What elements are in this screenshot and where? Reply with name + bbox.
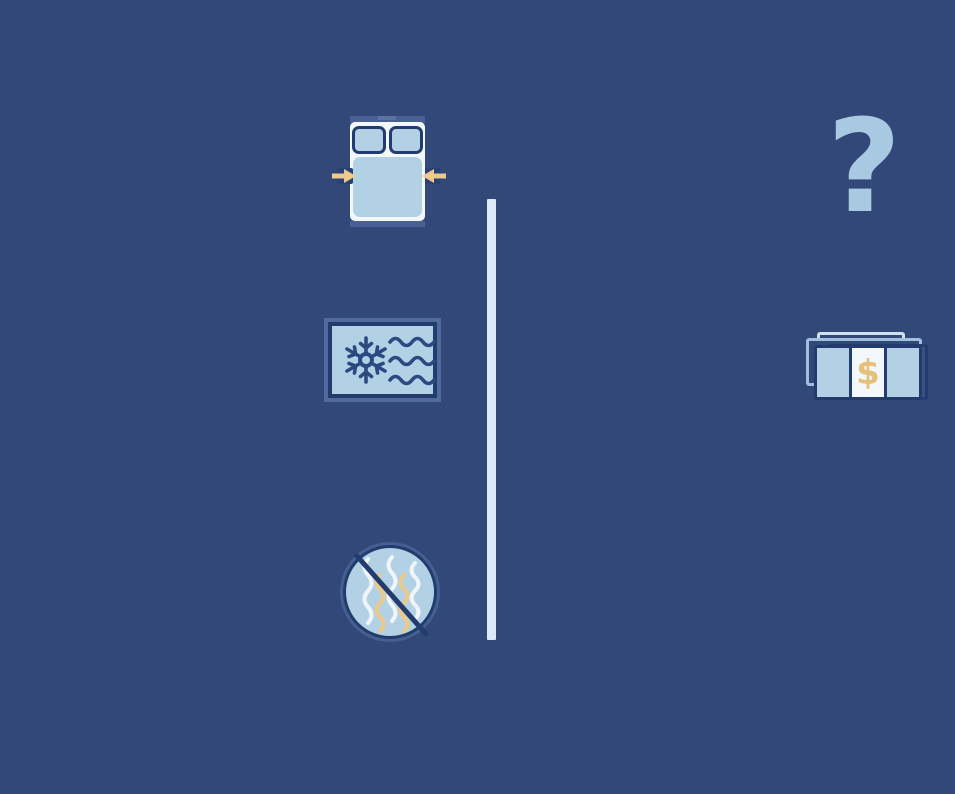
vertical-divider bbox=[487, 199, 496, 640]
no-odor-crossed-circle-icon bbox=[343, 545, 437, 639]
pillow-left bbox=[352, 126, 386, 154]
compress-arrow-left-icon bbox=[422, 169, 446, 183]
banknote-front: $ bbox=[814, 345, 922, 400]
banknote-left-panel bbox=[817, 348, 849, 397]
bed-frame-notch bbox=[378, 116, 396, 120]
money-stack-icon: $ bbox=[804, 332, 934, 406]
bed-body bbox=[350, 122, 425, 221]
compress-arrow-right-icon bbox=[332, 169, 356, 183]
cooling-snowflake-airflow-icon bbox=[328, 322, 437, 398]
strikethrough-line bbox=[354, 553, 429, 637]
question-mark-icon: ? bbox=[827, 93, 902, 242]
odor-waves-icon bbox=[354, 553, 429, 637]
banknote-center-panel: $ bbox=[849, 348, 887, 397]
bed-frame-bottom bbox=[350, 221, 425, 227]
snowflake-icon bbox=[345, 336, 387, 384]
bed-with-compress-arrows-icon bbox=[331, 112, 447, 228]
airflow-waves-icon bbox=[388, 336, 436, 386]
banknote-right-panel bbox=[887, 348, 919, 397]
pillow-row bbox=[352, 126, 423, 154]
dollar-sign: $ bbox=[856, 352, 880, 393]
mattress-body bbox=[353, 157, 422, 217]
pillow-right bbox=[389, 126, 423, 154]
